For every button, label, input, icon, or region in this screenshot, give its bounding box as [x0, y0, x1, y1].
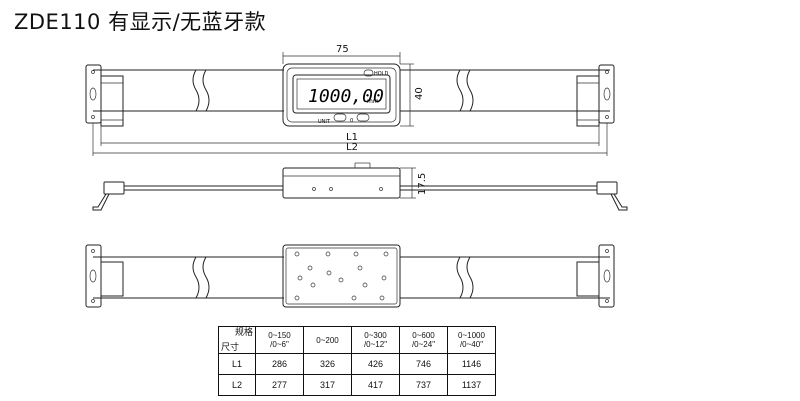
corner-top-label: 规格 — [234, 327, 253, 337]
table-header-cell: 0~1000/0~40" — [447, 326, 496, 354]
table-row: L1 286 326 426 746 1146 — [218, 353, 496, 375]
row-label: L2 — [218, 374, 256, 396]
dim-17-5: 17.5 — [417, 173, 428, 195]
lcd-screen — [292, 74, 391, 114]
unit-button — [333, 113, 347, 122]
lcd-unit: mm — [367, 98, 379, 105]
table-cell: 426 — [351, 353, 400, 375]
table-header-cell: 0~150/0~6" — [255, 326, 304, 354]
corner-bottom-label: 尺寸 — [221, 342, 240, 352]
table-cell: 417 — [351, 374, 400, 396]
dim-L1: L1 — [346, 132, 358, 143]
dim-40: 40 — [414, 87, 425, 100]
spec-table: 规格 尺寸 0~150/0~6" 0~200 0~300/0~12" 0~600… — [218, 326, 496, 396]
table-cell: 737 — [399, 374, 448, 396]
table-cell: 326 — [303, 353, 352, 375]
display-head — [282, 63, 401, 127]
front-view: 1000,00 mm HOLD UNIT 0 75 40 L1 L2 — [85, 44, 615, 156]
table-cell: 1146 — [447, 353, 496, 375]
row-label: L1 — [218, 353, 256, 375]
zero-button — [356, 113, 370, 122]
table-row: L2 277 317 417 737 1137 — [218, 374, 496, 396]
dim-L2: L2 — [346, 142, 358, 153]
table-cell: 1137 — [447, 374, 496, 396]
table-cell: 277 — [255, 374, 304, 396]
table-header-row: 规格 尺寸 0~150/0~6" 0~200 0~300/0~12" 0~600… — [218, 326, 496, 354]
table-corner-cell: 规格 尺寸 — [218, 326, 256, 354]
dim-75: 75 — [336, 44, 349, 55]
table-header-cell: 0~200 — [303, 326, 352, 354]
page-title: ZDE110 有显示/无蓝牙款 — [14, 10, 267, 34]
zero-label: 0 — [350, 118, 353, 124]
table-header-cell: 0~300/0~12" — [351, 326, 400, 354]
lcd-reading: 1000,00 — [308, 86, 384, 107]
side-head — [282, 167, 401, 199]
unit-label: UNIT — [318, 119, 331, 125]
hold-button — [363, 69, 374, 77]
hold-label: HOLD — [374, 71, 388, 77]
back-plate — [282, 244, 401, 308]
back-view — [85, 244, 615, 308]
table-cell: 286 — [255, 353, 304, 375]
table-header-cell: 0~600/0~24" — [399, 326, 448, 354]
table-cell: 317 — [303, 374, 352, 396]
table-cell: 746 — [399, 353, 448, 375]
side-view: 17.5 — [92, 162, 628, 211]
